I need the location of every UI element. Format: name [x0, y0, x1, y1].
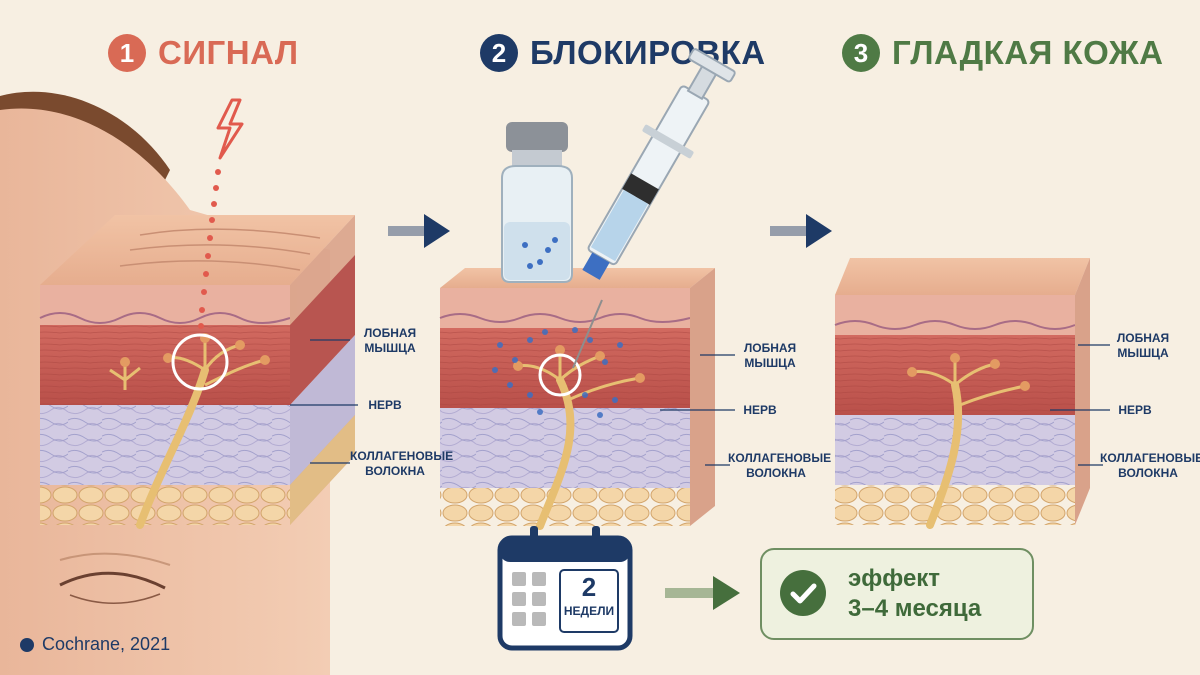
citation-text: Cochrane, 2021 — [42, 634, 171, 654]
calendar-number: 2 — [581, 572, 597, 602]
skin-block-1 — [39, 98, 355, 529]
calendar-unit: НЕДЕЛИ — [563, 604, 615, 618]
vial-illustration — [501, 122, 573, 283]
step-1-number: 1 — [108, 34, 146, 72]
label-nerve-2: НЕРВ — [743, 403, 777, 417]
skin-block-2 — [439, 268, 715, 530]
checkmark-icon — [780, 570, 826, 616]
step-1-header: 1 СИГНАЛ — [108, 28, 298, 78]
arrow-2-to-3 — [770, 214, 832, 248]
citation-dot-icon — [20, 637, 34, 652]
step-2-header: 2 БЛОКИРОВКА — [480, 28, 766, 78]
leader-lines — [290, 339, 1110, 466]
step-2-number: 2 — [480, 34, 518, 72]
citation: Cochrane, 2021 — [20, 634, 170, 655]
step-3-title: ГЛАДКАЯ КОЖА — [892, 34, 1164, 71]
step-3-number: 3 — [842, 34, 880, 72]
step-2-title: БЛОКИРОВКА — [530, 34, 766, 71]
calendar-icon — [497, 526, 633, 651]
arrow-to-effect — [665, 576, 740, 610]
step-1-title: СИГНАЛ — [158, 34, 299, 71]
step-3-header: 3 ГЛАДКАЯ КОЖА — [842, 28, 1164, 78]
arrow-1-to-2 — [388, 214, 450, 248]
skin-block-3 — [834, 258, 1090, 529]
label-nerve-3: НЕРВ — [1118, 403, 1152, 417]
syringe-illustration — [582, 48, 736, 280]
label-nerve-1: НЕРВ — [368, 398, 402, 412]
